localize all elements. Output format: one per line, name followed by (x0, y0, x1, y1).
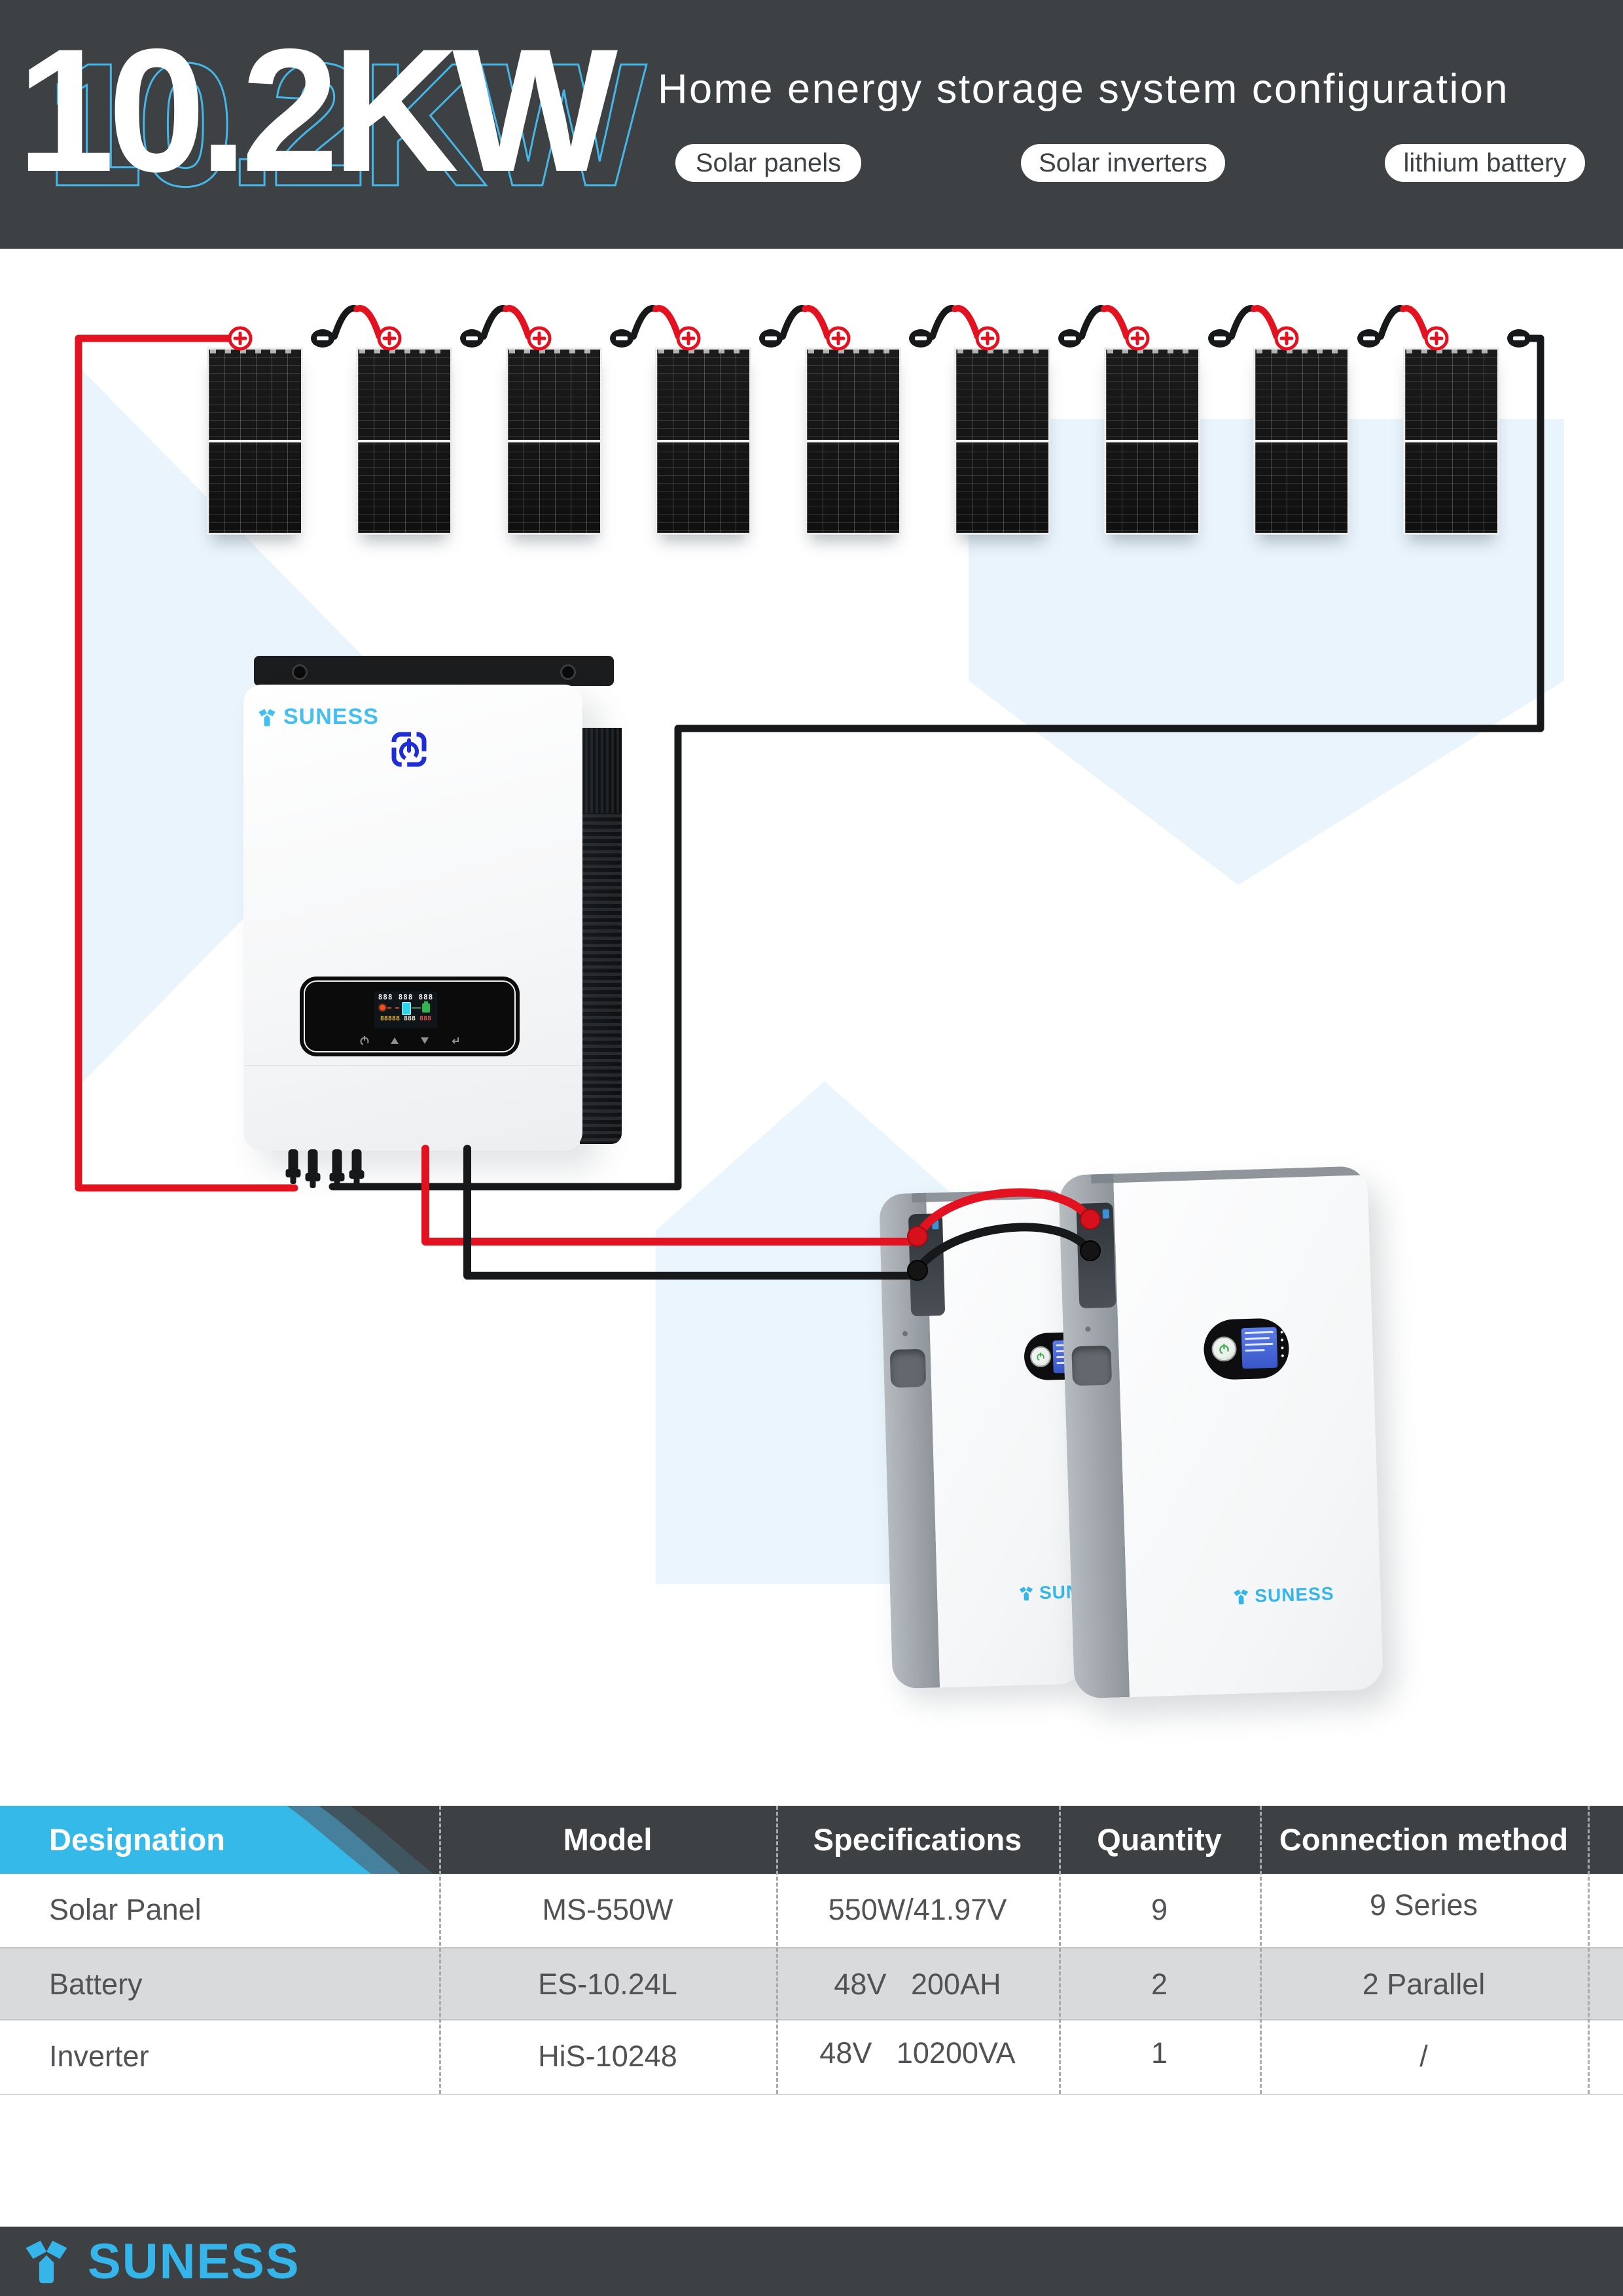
solar-panel-1 (207, 348, 303, 535)
solar-panel-3 (506, 348, 602, 535)
suness-logo-icon (259, 708, 276, 726)
lcd-flow-line (387, 1007, 399, 1009)
battery1-power-glyph (1037, 1352, 1044, 1361)
col-header-model: Model (563, 1822, 652, 1857)
cell-model: HiS-10248 (538, 2039, 677, 2073)
cell-specifications: 550W/41.97V (828, 1893, 1007, 1926)
page-title: Home energy storage system configuration (658, 66, 1510, 112)
cell-designation: Solar Panel (49, 1893, 202, 1926)
badge-lithium-battery: lithium battery (1385, 144, 1585, 182)
lcd-inverter-icon (402, 1002, 411, 1015)
cell-connection: 9 Series (1369, 1888, 1478, 1922)
battery1-terminal-recess (908, 1213, 946, 1317)
power-rating-text: 10.2KW (17, 12, 618, 208)
cell-specifications: 48V 200AH (834, 1967, 1001, 2001)
designation-ribbon (0, 1806, 433, 1874)
solar-panel-6 (954, 348, 1050, 535)
power-rating-headline: 10.2KW 10.2KW (17, 22, 648, 213)
battery2-handle (1071, 1345, 1113, 1386)
table-row-solar-panel: Solar Panel MS-550W 550W/41.97V 9 9 Seri… (0, 1874, 1623, 1947)
inverter-heatsink (580, 728, 622, 1144)
battery1-power-button (1029, 1346, 1052, 1368)
power-button-icon (391, 732, 427, 767)
table-divider (1588, 1806, 1590, 2094)
battery1-brand-logo: SUNESS (1018, 1581, 1084, 1604)
table-divider (1059, 1806, 1061, 2094)
inverter-control-buttons (300, 1035, 520, 1046)
inverter-brand-text: SUNESS (283, 704, 379, 729)
down-key-icon (421, 1037, 429, 1044)
battery2-power-button (1211, 1336, 1238, 1362)
power-rating-outline: 10.2KW (45, 26, 647, 223)
battery2-brand-text: SUNESS (1254, 1583, 1334, 1606)
badge-solar-inverters: Solar inverters (1021, 144, 1225, 182)
lcd-sun-icon (380, 1005, 385, 1011)
solar-panel-9 (1403, 348, 1499, 535)
inverter-display-panel: 888 888 888 88888 888 888 (300, 977, 520, 1056)
cell-specifications: 48V 10200VA (819, 2036, 1016, 2070)
solar-panel-2 (356, 348, 452, 535)
battery2-face (1113, 1166, 1383, 1697)
solar-panel-5 (805, 348, 901, 535)
battery2-terminal-recess (1076, 1202, 1116, 1309)
table-row-battery: Battery ES-10.24L 48V 200AH 2 2 Parallel (0, 1947, 1623, 2020)
spec-table: Designation Model Specifications Quantit… (0, 1806, 1623, 2095)
cell-connection: 2 Parallel (1362, 1967, 1486, 2001)
inverter-lcd-screen: 888 888 888 88888 888 888 (374, 992, 437, 1028)
table-divider (1260, 1806, 1262, 2094)
suness-logo-icon (1234, 1589, 1249, 1605)
up-key-icon (391, 1037, 399, 1044)
table-divider (439, 1806, 441, 2094)
cell-designation: Battery (49, 1967, 143, 2001)
battery2-lcd (1241, 1327, 1278, 1369)
table-divider (776, 1806, 778, 2094)
battery-unit-1: SUNESS (879, 1189, 1084, 1689)
inverter-brand-logo: SUNESS (257, 704, 379, 730)
col-header-designation: Designation (49, 1822, 225, 1857)
battery2-leds (1280, 1331, 1284, 1357)
enter-key-icon (452, 1037, 459, 1044)
cell-quantity: 9 (1150, 1893, 1168, 1926)
lcd-battery-icon (422, 1001, 430, 1013)
table-row-inverter: Inverter HiS-10248 48V 10200VA 1 / (0, 2020, 1623, 2094)
solar-panel-4 (655, 348, 751, 535)
lcd-digits-grid: 888 (398, 993, 414, 1001)
cell-connection: / (1419, 2039, 1428, 2073)
col-header-quantity: Quantity (1097, 1822, 1222, 1857)
battery1-display-pod (1024, 1331, 1084, 1381)
lcd-digits-bottom-left: 88888 (380, 1015, 400, 1022)
battery2-brand-logo: SUNESS (1232, 1583, 1334, 1607)
cell-model: MS-550W (542, 1893, 673, 1926)
lcd-digits-bottom-right: 888 (419, 1015, 432, 1022)
battery1-face (925, 1189, 1084, 1688)
footer-bar: SUNESS (0, 2227, 1623, 2296)
lcd-digits-bottom-mid: 888 (403, 1015, 416, 1022)
lcd-flow-line2 (412, 1007, 421, 1009)
suness-logo-icon (26, 2240, 67, 2284)
solar-panel-7 (1104, 348, 1200, 535)
inverter-seam-line (245, 1065, 580, 1066)
battery2-display-pod (1203, 1318, 1290, 1381)
inverter-unit: SUNESS 888 888 888 (243, 685, 582, 1151)
cell-quantity: 2 (1150, 1967, 1168, 2001)
col-header-connection: Connection method (1279, 1822, 1569, 1857)
lcd-digits-pv: 888 (378, 993, 393, 1001)
footer-brand-logo: SUNESS (22, 2227, 300, 2296)
cell-designation: Inverter (49, 2039, 149, 2073)
footer-brand-text: SUNESS (88, 2233, 300, 2289)
badge-solar-panels: Solar panels (675, 144, 861, 182)
inverter-mounting-bracket (254, 656, 614, 686)
battery1-handle (889, 1348, 927, 1388)
cell-quantity: 1 (1150, 2036, 1168, 2070)
battery2-power-glyph (1219, 1344, 1229, 1355)
lcd-digits-load: 888 (418, 993, 434, 1001)
header-banner: 10.2KW 10.2KW Home energy storage system… (0, 0, 1623, 249)
solar-panel-8 (1253, 348, 1349, 535)
cell-model: ES-10.24L (538, 1967, 677, 2001)
power-key-icon (360, 1036, 369, 1046)
suness-logo-icon (1019, 1587, 1033, 1601)
col-header-specifications: Specifications (813, 1822, 1022, 1857)
battery-unit-2: SUNESS (1058, 1166, 1383, 1699)
table-bottom-line (0, 2094, 1623, 2095)
